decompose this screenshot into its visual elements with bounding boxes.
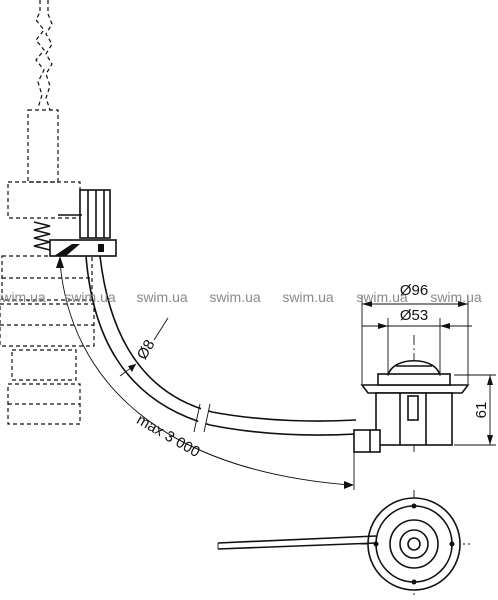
watermark-text: swim.ua <box>430 289 482 305</box>
watermark-text: swim.ua <box>136 289 188 305</box>
watermark-text: swim.ua <box>356 289 408 305</box>
watermark-text: swim.ua <box>0 289 46 305</box>
dimension-label-h61: 61 <box>473 402 490 419</box>
waste-valve-top <box>217 490 470 598</box>
watermark-row: swim.ua swim.ua swim.ua swim.ua swim.ua … <box>0 289 482 305</box>
watermark-text: swim.ua <box>282 289 334 305</box>
dimension-d53: Ø53 <box>362 307 472 376</box>
bowden-cable <box>85 255 357 436</box>
dimension-label-d96: Ø96 <box>400 282 428 299</box>
waste-valve-side <box>353 335 470 453</box>
cable-actuator-head <box>49 189 117 257</box>
watermark-text: swim.ua <box>209 289 261 305</box>
dimension-label-d8: Ø8 <box>134 337 159 363</box>
dashed-overflow-body <box>0 109 95 425</box>
dimension-d96: Ø96 <box>361 282 469 384</box>
watermark-text: swim.ua <box>64 289 116 305</box>
dimension-label-d53: Ø53 <box>400 307 428 324</box>
pull-cable-chain <box>35 0 53 111</box>
dimension-h61: 61 <box>454 374 496 446</box>
